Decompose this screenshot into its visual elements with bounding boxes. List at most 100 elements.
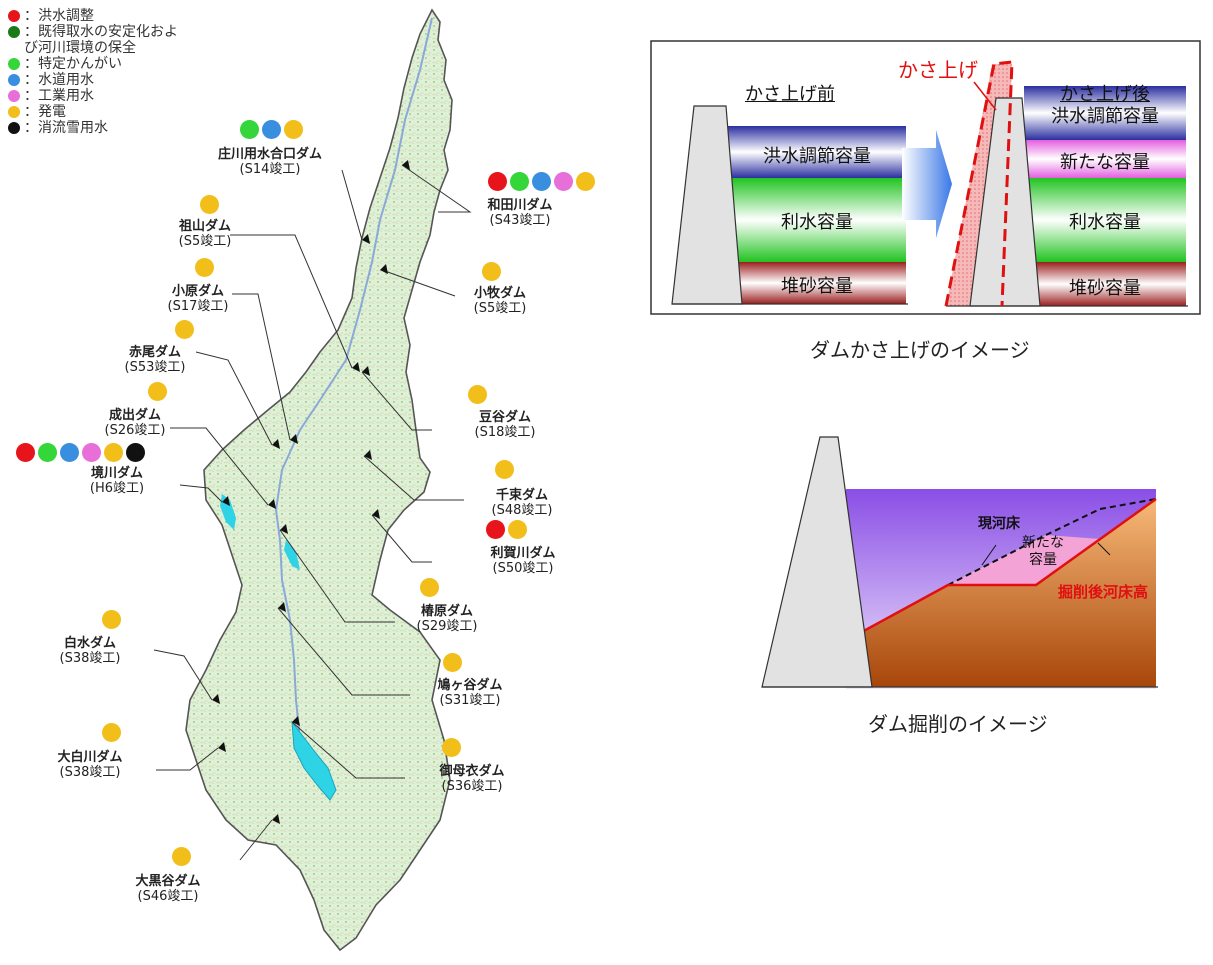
dots-naride — [148, 382, 167, 401]
after-water-label: 利水容量 — [1069, 212, 1141, 233]
use-dot-icon — [175, 320, 194, 339]
dam-label-shokawa: 庄川用水合口ダム(S14竣工) — [217, 147, 323, 177]
use-dot-icon — [510, 172, 529, 191]
before-title: かさ上げ前 — [745, 84, 835, 105]
use-dot-icon — [126, 443, 145, 462]
basin-outline — [185, 8, 453, 952]
use-dot-icon — [488, 172, 507, 191]
legend-label: ：工業用水 — [24, 88, 94, 104]
legend-item: ：発電 — [8, 104, 178, 120]
use-dot-icon — [195, 258, 214, 277]
dots-ohara — [195, 258, 214, 277]
after-layer-water — [1024, 178, 1186, 262]
dam-label-miboro: 御母衣ダム(S36竣工) — [439, 764, 505, 794]
dam-label-hatogaya: 鳩ヶ谷ダム(S31竣工) — [437, 678, 503, 708]
dam-markers — [212, 160, 410, 824]
river-basin-map: ：洪水調整：既得取水の安定化およ び河川環境の保全：特定かんがい：水道用水：工業… — [8, 8, 595, 952]
use-dot-icon — [38, 443, 57, 462]
dam-label-sakaigawa: 境川ダム(H6竣工) — [89, 466, 145, 496]
dots-tsubakihara — [420, 578, 439, 597]
current-bed-label: 現河床 — [978, 516, 1020, 532]
legend-item: ：消流雪用水 — [8, 120, 178, 136]
dots-rigagawa — [486, 520, 527, 539]
before-water-label: 利水容量 — [781, 212, 853, 233]
after-layer-flood — [1024, 86, 1186, 140]
dam-label-naride: 成出ダム(S26竣工) — [104, 408, 166, 438]
legend-dot-icon — [8, 122, 20, 134]
dam-label-ohara: 小原ダム(S17竣工) — [167, 284, 229, 314]
raise-caption: ダムかさ上げのイメージ — [810, 338, 1030, 362]
dots-komaki — [482, 262, 501, 281]
legend-dot-icon — [8, 10, 20, 22]
reservoir-miboro — [291, 720, 337, 801]
legend-item: ：特定かんがい — [8, 56, 178, 72]
use-dot-icon — [82, 443, 101, 462]
ground-after-excavation — [860, 499, 1156, 687]
before-layer-sediment — [728, 262, 906, 304]
leader-lines — [153, 164, 472, 861]
use-dot-icon — [148, 382, 167, 401]
after-bed-line — [859, 497, 1157, 635]
use-dot-icon — [442, 738, 461, 757]
use-dot-icon — [104, 443, 123, 462]
dots-shiramizu — [102, 610, 121, 629]
use-dot-icon — [495, 460, 514, 479]
dots-ogurodani — [172, 847, 191, 866]
before-layer-water — [728, 178, 906, 262]
legend-dot-icon — [8, 26, 20, 38]
dam-excavation-diagram: 現河床 新たな 容量 掘削後河床高 — [760, 435, 1160, 690]
after-layer-sediment — [1024, 262, 1186, 306]
legend-label: ：特定かんがい — [24, 56, 122, 72]
use-dot-icon — [532, 172, 551, 191]
after-title: かさ上げ後 — [1060, 84, 1150, 105]
dots-hatogaya — [443, 653, 462, 672]
use-dot-icon — [554, 172, 573, 191]
dots-sento — [495, 460, 514, 479]
use-dot-icon — [486, 520, 505, 539]
dam-label-oshirakawa: 大白川ダム(S38竣工) — [57, 750, 123, 780]
use-dot-icon — [443, 653, 462, 672]
transition-arrow — [902, 130, 952, 238]
dots-wadagawa — [488, 172, 595, 191]
raise-svg — [650, 40, 1201, 315]
raise-label: かさ上げ — [898, 58, 978, 82]
use-dot-icon — [284, 120, 303, 139]
reservoir-tsubakihara — [284, 540, 300, 570]
dam-label-soyama: 祖山ダム(S5竣工) — [178, 219, 232, 249]
new-capacity-area — [948, 535, 1100, 585]
dots-sakaigawa — [16, 443, 145, 462]
use-dot-icon — [16, 443, 35, 462]
dam-label-tsubakihara: 椿原ダム(S29竣工) — [416, 604, 478, 634]
after-flood-label: 洪水調節容量 — [1051, 106, 1159, 127]
dots-soyama — [200, 195, 219, 214]
use-dot-icon — [102, 723, 121, 742]
excavation-dam-body — [761, 436, 873, 688]
legend-item: ：既得取水の安定化およ び河川環境の保全 — [8, 24, 178, 56]
dam-label-wadagawa: 和田川ダム(S43竣工) — [487, 198, 553, 228]
basin-svg — [153, 8, 472, 952]
current-bed-line — [947, 498, 1157, 586]
before-sediment-label: 堆砂容量 — [781, 276, 853, 297]
legend-dot-icon — [8, 74, 20, 86]
use-dot-icon — [508, 520, 527, 539]
use-dot-icon — [240, 120, 259, 139]
dam-label-sento: 千束ダム(S48竣工) — [491, 488, 553, 518]
legend-label: ：洪水調整 — [24, 8, 94, 24]
legend-dot-icon — [8, 90, 20, 102]
legend-item: ：工業用水 — [8, 88, 178, 104]
after-new-label: 新たな容量 — [1060, 152, 1150, 173]
dam-label-rigagawa: 利賀川ダム(S50竣工) — [490, 546, 556, 576]
legend-item: ：洪水調整 — [8, 8, 178, 24]
before-flood-label: 洪水調節容量 — [763, 146, 871, 167]
dots-akao — [175, 320, 194, 339]
dots-oshirakawa — [102, 723, 121, 742]
dots-mameya — [468, 385, 487, 404]
legend-label: ：消流雪用水 — [24, 120, 108, 136]
dam-label-akao: 赤尾ダム(S53竣工) — [124, 345, 186, 375]
use-dot-icon — [172, 847, 191, 866]
dam-label-mameya: 豆谷ダム(S18竣工) — [474, 410, 536, 440]
use-dot-icon — [262, 120, 281, 139]
after-sediment-label: 堆砂容量 — [1069, 278, 1141, 299]
raise-outline — [944, 60, 1014, 307]
new-capacity-label: 新たな 容量 — [1022, 535, 1064, 568]
